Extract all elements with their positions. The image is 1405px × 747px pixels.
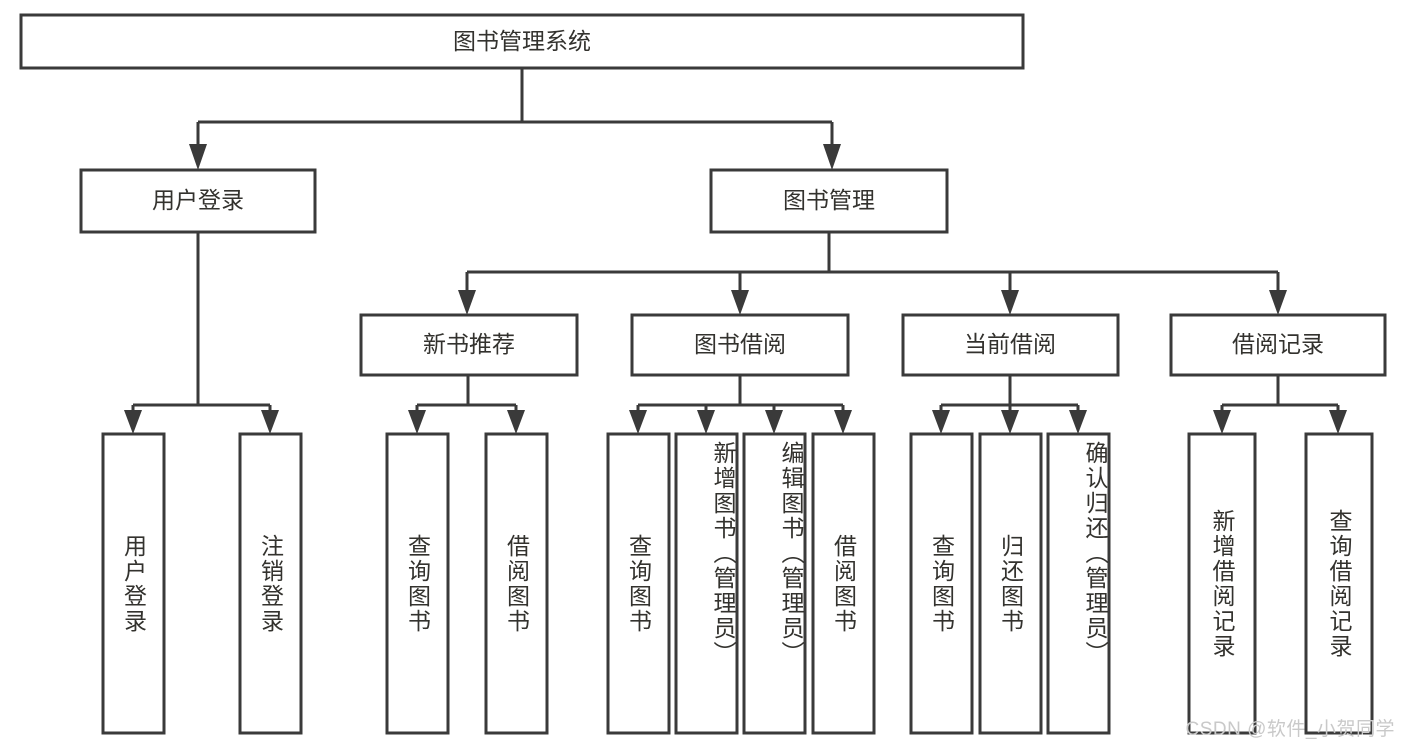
connector-borrowrecord-to-leaves [1213, 375, 1347, 434]
connector-root-to-level2 [189, 68, 841, 170]
leaf-boxes [101, 432, 1374, 735]
leaf-box-borrow-book-1[interactable] [484, 432, 549, 735]
csdn-watermark: CSDN @软件_小贺同学 [1185, 719, 1395, 740]
connector-newbook-to-leaves [408, 375, 525, 434]
connector-bookmanage-to-level3 [458, 232, 1287, 315]
leaf-box-add-record[interactable] [1187, 432, 1257, 735]
leaf-box-confirm-return[interactable] [1046, 432, 1111, 735]
node-root-label: 图书管理系统 [453, 28, 591, 54]
leaf-box-query-record[interactable] [1304, 432, 1374, 735]
connector-bookborrow-to-leaves [629, 375, 852, 434]
node-current-borrow-label: 当前借阅 [964, 331, 1056, 357]
leaf-box-edit-book[interactable] [742, 432, 807, 735]
leaf-box-return-book[interactable] [978, 432, 1043, 735]
node-user-login[interactable]: 用户登录 [79, 168, 317, 234]
node-user-login-label: 用户登录 [152, 187, 244, 213]
leaf-box-user-login[interactable] [101, 432, 166, 735]
node-book-borrow[interactable]: 图书借阅 [630, 313, 850, 377]
leaf-box-query-book-1[interactable] [385, 432, 450, 735]
node-new-book-recommend[interactable]: 新书推荐 [359, 313, 579, 377]
connector-userlogin-to-leaves [124, 232, 279, 434]
node-borrow-record[interactable]: 借阅记录 [1169, 313, 1387, 377]
leaf-box-query-book-3[interactable] [909, 432, 974, 735]
node-current-borrow[interactable]: 当前借阅 [901, 313, 1120, 377]
leaf-box-add-book[interactable] [674, 432, 739, 735]
leaf-box-logout-login[interactable] [238, 432, 303, 735]
node-book-manage[interactable]: 图书管理 [709, 168, 949, 234]
node-book-borrow-label: 图书借阅 [694, 331, 786, 357]
leaf-box-query-book-2[interactable] [606, 432, 671, 735]
node-new-book-recommend-label: 新书推荐 [423, 331, 515, 357]
node-root-system[interactable]: 图书管理系统 [19, 13, 1025, 70]
node-book-manage-label: 图书管理 [783, 187, 875, 213]
leaf-box-borrow-book-2[interactable] [811, 432, 876, 735]
node-borrow-record-label: 借阅记录 [1232, 331, 1324, 357]
connector-currentborrow-to-leaves [932, 375, 1087, 434]
